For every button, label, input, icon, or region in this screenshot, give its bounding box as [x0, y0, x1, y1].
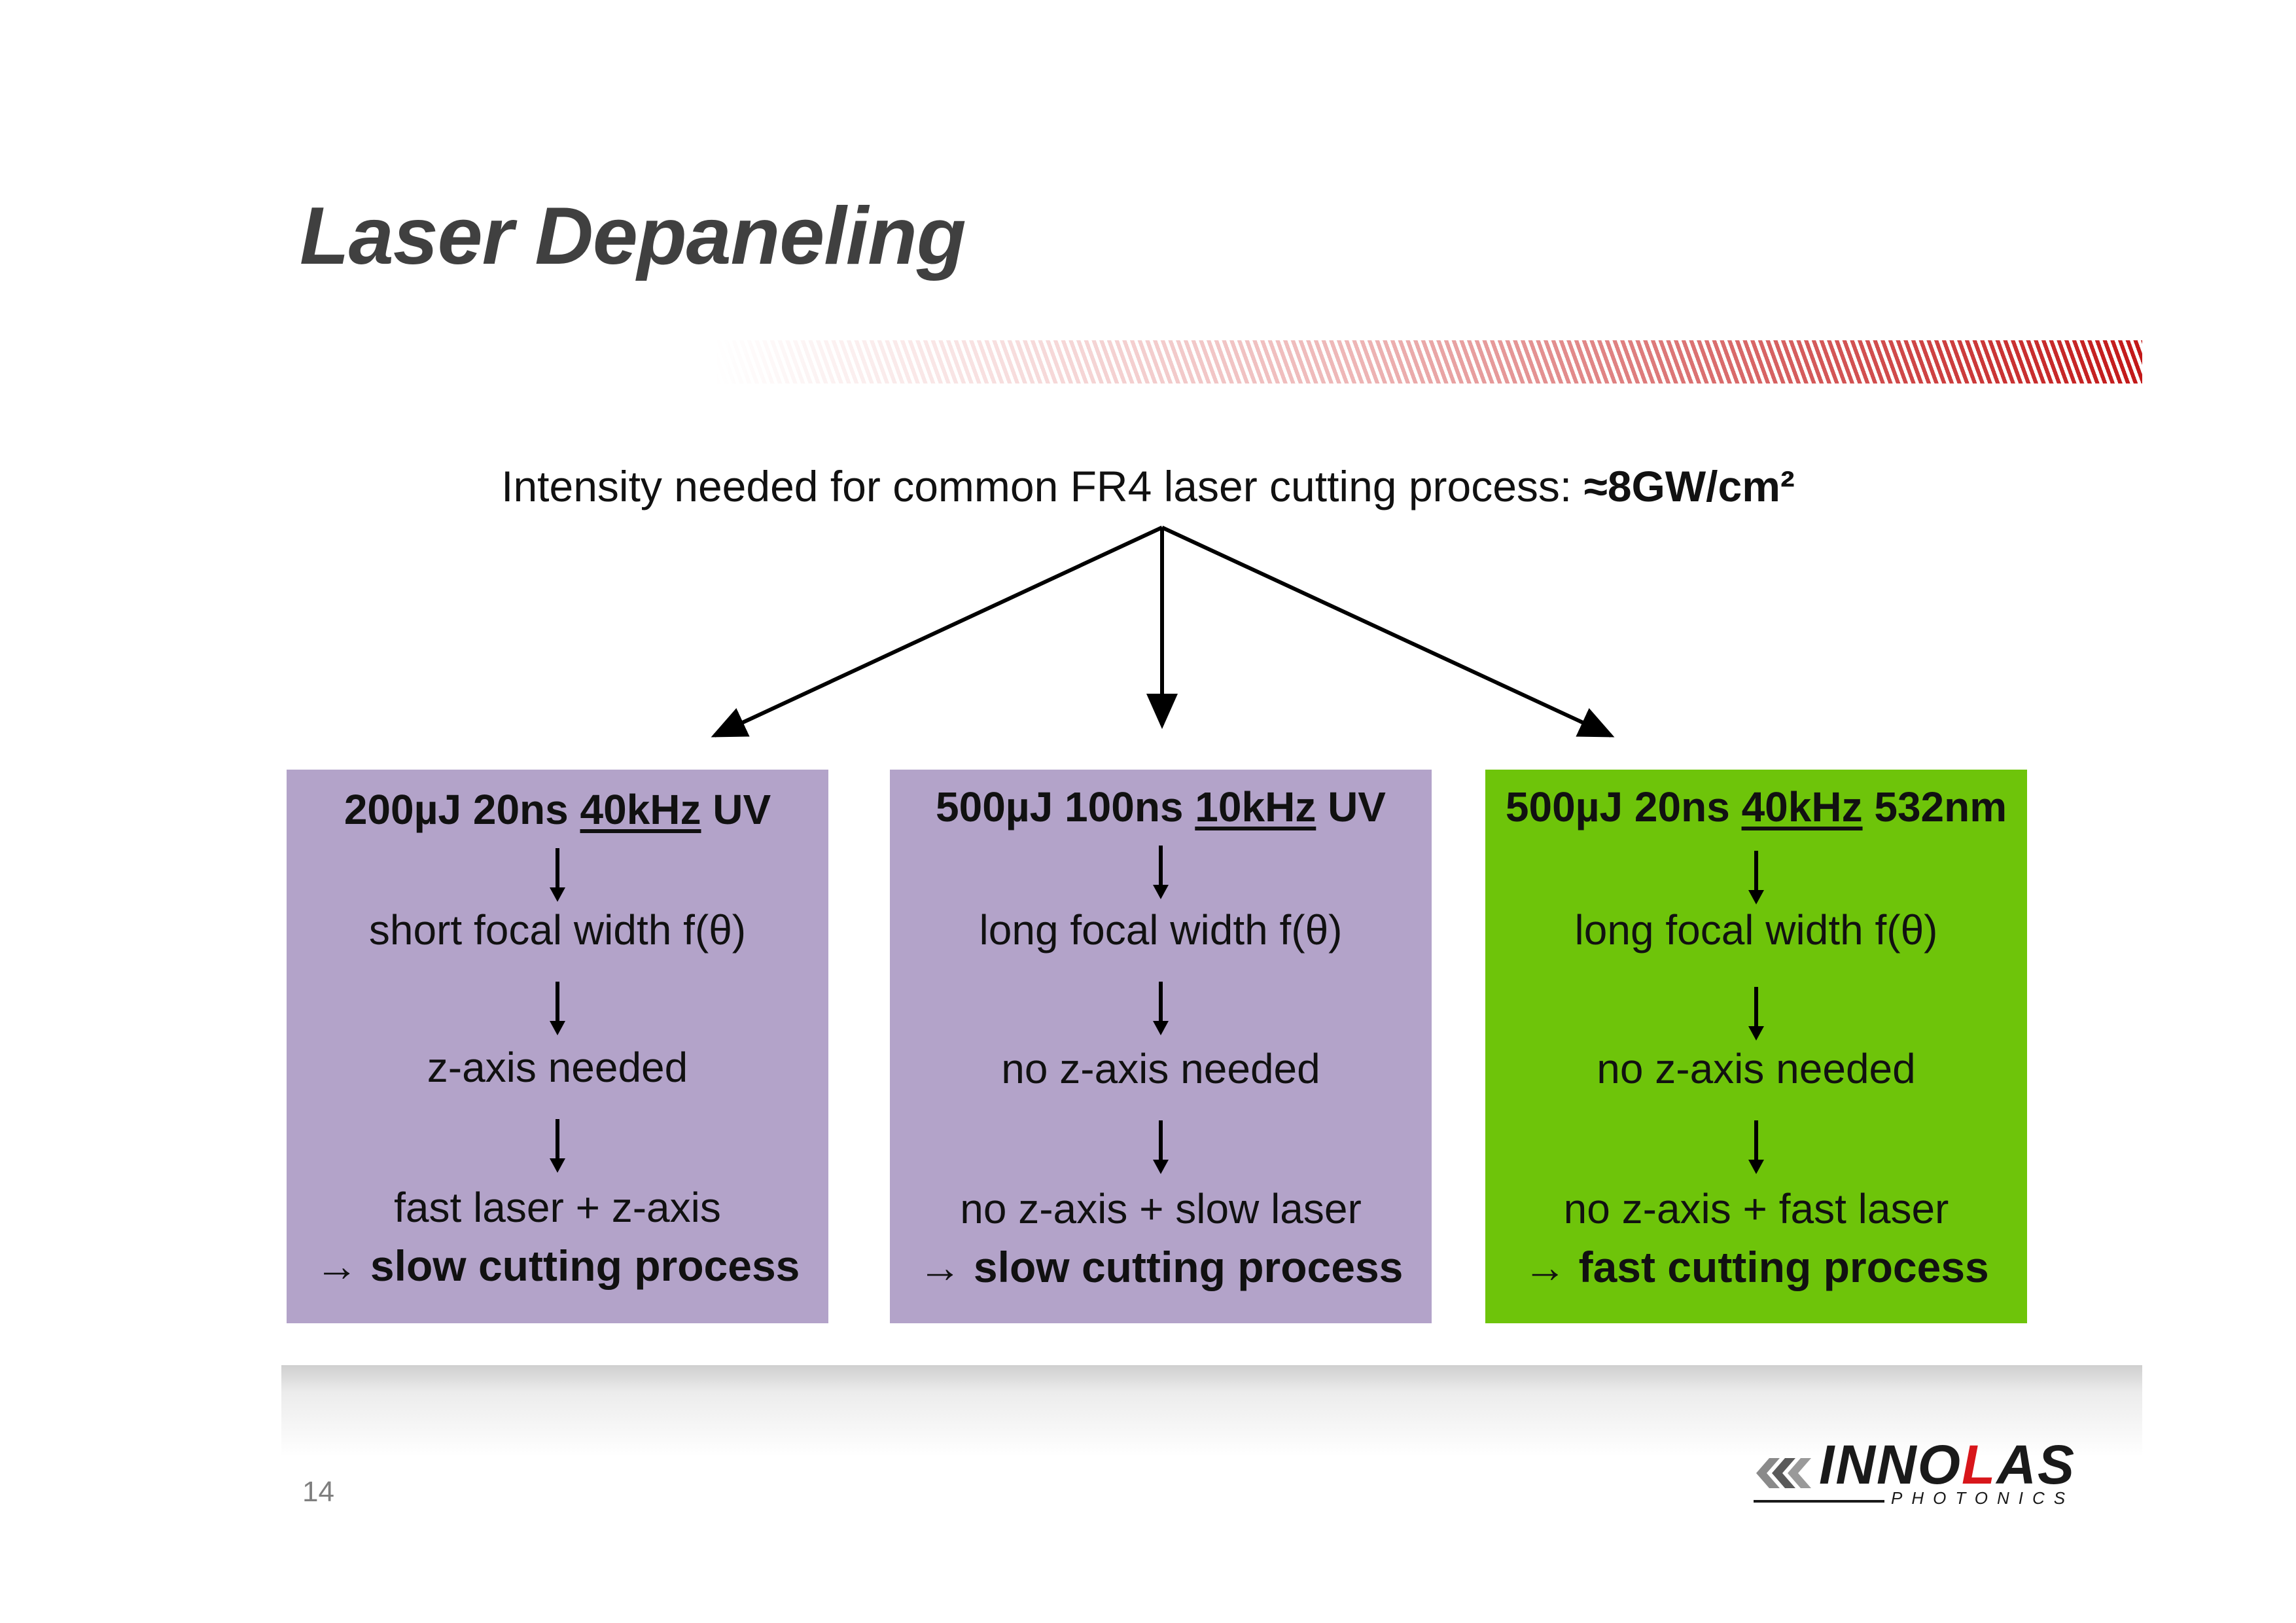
intensity-value: ≈8GW/cm²: [1583, 462, 1795, 510]
process-box-2: 500µJ 100ns 10kHz UV long focal width f(…: [890, 770, 1432, 1323]
down-arrow-icon: [1153, 982, 1169, 1035]
slide-title: Laser Depaneling: [300, 191, 966, 281]
down-arrow-icon: [1153, 846, 1169, 899]
box-1-result: → slow cutting process: [315, 1241, 800, 1290]
box-3-combination: no z-axis + fast laser: [1563, 1185, 1949, 1232]
box-2-zaxis: no z-axis needed: [1001, 1045, 1320, 1092]
down-arrow-icon: [550, 848, 565, 902]
down-arrow-icon: [1748, 1120, 1764, 1174]
down-arrow-icon: [1748, 851, 1764, 904]
box-2-combination: no z-axis + slow laser: [960, 1185, 1362, 1232]
box-3-focal: long focal width f(θ): [1574, 906, 1938, 954]
box-1-parameters: 200µJ 20ns 40kHz UV: [344, 786, 771, 833]
logo-subtitle: PHOTONICS: [1891, 1488, 2075, 1508]
box-1-focal: short focal width f(θ): [368, 906, 747, 954]
box-2-parameters: 500µJ 100ns 10kHz UV: [936, 783, 1386, 830]
box-1-zaxis: z-axis needed: [427, 1044, 688, 1091]
box-3-parameters: 500µJ 20ns 40kHz 532nm: [1505, 783, 2007, 830]
decorative-stripe: [713, 340, 2142, 383]
logo-wordmark: INNOLAS: [1819, 1434, 2076, 1495]
intensity-text: Intensity needed for common FR4 laser cu…: [501, 462, 1584, 510]
double-chevron-icon: [1756, 1458, 1811, 1488]
logo-underline: [1754, 1500, 1884, 1503]
box-1-combination: fast laser + z-axis: [394, 1184, 721, 1231]
box-3-zaxis: no z-axis needed: [1597, 1045, 1916, 1092]
box-2-result: → slow cutting process: [918, 1243, 1404, 1291]
down-arrow-icon: [1153, 1120, 1169, 1174]
down-arrow-icon: [550, 1119, 565, 1173]
arrow-to-left-box: [711, 526, 1163, 738]
down-arrow-icon: [1748, 987, 1764, 1041]
process-box-1: 200µJ 20ns 40kHz UV short focal width f(…: [287, 770, 828, 1323]
down-arrow-icon: [550, 982, 565, 1035]
footer-band: [281, 1365, 2142, 1457]
intensity-statement: Intensity needed for common FR4 laser cu…: [0, 461, 2296, 511]
process-box-3: 500µJ 20ns 40kHz 532nm long focal width …: [1485, 770, 2027, 1323]
page-number: 14: [302, 1476, 334, 1508]
innolas-logo: INNOLAS PHOTONICS: [1754, 1433, 2074, 1512]
box-3-result: → fast cutting process: [1523, 1243, 1989, 1291]
arrow-to-right-box: [1161, 526, 1615, 738]
box-2-focal: long focal width f(θ): [979, 906, 1343, 954]
